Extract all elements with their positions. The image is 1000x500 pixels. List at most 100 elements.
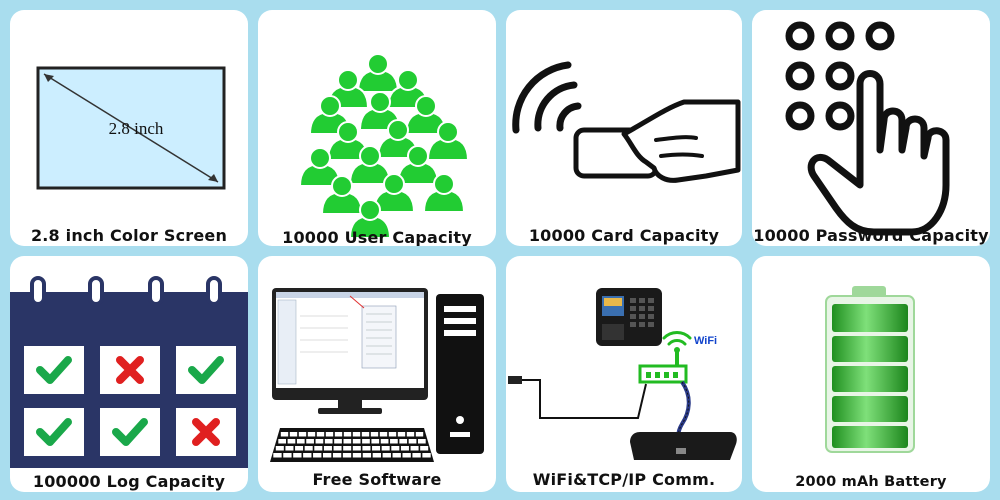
screen-icon: 2.8 inch	[36, 66, 226, 190]
keyboard-key	[334, 439, 342, 444]
keyboard-key	[296, 439, 305, 444]
keyboard-key	[298, 432, 307, 437]
keyboard-key	[352, 446, 361, 451]
user-figure	[348, 199, 392, 239]
card-icon	[512, 61, 741, 183]
keyboard-key	[273, 453, 282, 458]
keyboard-key	[304, 446, 313, 451]
keyboard-key	[278, 439, 287, 444]
keyboard-key	[352, 432, 361, 437]
keyboard-key	[382, 453, 391, 458]
keyboard-key	[381, 446, 390, 451]
feature-caption-card: 10000 Card Capacity	[528, 226, 720, 245]
keyboard-key	[287, 439, 296, 444]
keypad-dot	[865, 21, 895, 51]
feature-card-card: 10000 Card Capacity	[506, 10, 742, 246]
keyboard-key	[325, 432, 334, 437]
keyboard-key	[422, 453, 431, 458]
keyboard-key	[306, 439, 314, 444]
network-icon: WiFi	[508, 288, 737, 460]
keyboard-key	[402, 453, 411, 458]
keypad-dot	[785, 101, 815, 131]
keyboard-key	[370, 432, 379, 437]
keyboard-key	[361, 432, 370, 437]
keyboard-key	[379, 432, 388, 437]
keyboard-key	[412, 453, 421, 458]
keyboard-key	[391, 446, 400, 451]
feature-caption-battery: 2000 mAh Battery	[795, 474, 947, 490]
keyboard-key	[417, 439, 426, 444]
calendar-ring	[30, 276, 46, 306]
user-figure	[298, 147, 342, 187]
keyboard-key	[343, 439, 352, 444]
feature-card-screen: 2.8 inch 2.8 inch Color Screen	[10, 10, 248, 246]
feature-caption-log: 100000 Log Capacity	[32, 472, 226, 491]
keypad-dot	[825, 21, 855, 51]
feature-caption-users: 10000 User Capacity	[282, 228, 472, 246]
keyboard-key	[285, 446, 294, 451]
keyboard-key	[289, 432, 298, 437]
keyboard-key	[390, 439, 398, 444]
check-icon	[112, 418, 148, 446]
keyboard-key	[280, 432, 289, 437]
keyboard-key	[295, 446, 304, 451]
cross-icon	[192, 418, 220, 446]
user-figure	[422, 173, 466, 213]
feature-card-network: WiFi WiFi&TCP/IP Comm.	[506, 256, 742, 492]
battery-icon	[825, 286, 915, 453]
feature-caption-software: Free Software	[312, 470, 442, 489]
calendar-ring	[88, 276, 104, 306]
user-figure	[426, 121, 470, 161]
keyboard-key	[388, 432, 397, 437]
keyboard-key	[314, 446, 323, 451]
wifi-label: WiFi	[694, 335, 717, 347]
feature-card-log: 100000 Log Capacity	[10, 256, 248, 492]
check-icon	[188, 356, 224, 384]
keyboard-key	[408, 439, 417, 444]
feature-card-battery: 2000 mAh Battery	[752, 256, 990, 492]
feature-caption-network: WiFi&TCP/IP Comm.	[532, 470, 716, 489]
keyboard-key	[322, 453, 332, 458]
feature-card-users: 10000 User Capacity	[258, 10, 496, 246]
calendar-ring	[206, 276, 222, 306]
keypad-dot	[825, 61, 855, 91]
cross-icon	[116, 356, 144, 384]
keyboard-key	[372, 453, 382, 458]
keyboard-key	[307, 432, 316, 437]
keyboard-key	[303, 453, 312, 458]
feature-caption-password: 10000 Password Capacity	[753, 226, 989, 245]
keypad-dot	[785, 61, 815, 91]
user-figure	[372, 173, 416, 213]
keyboard-key	[352, 439, 361, 444]
keyboard-key	[316, 432, 325, 437]
feature-caption-screen: 2.8 inch Color Screen	[30, 226, 228, 245]
keyboard-key	[406, 432, 415, 437]
keyboard-key	[334, 432, 343, 437]
keyboard-key	[397, 432, 406, 437]
keypad-dot	[825, 101, 855, 131]
keyboard-key	[324, 439, 333, 444]
keyboard-key	[315, 439, 324, 444]
keyboard-key	[420, 446, 429, 451]
user-figure	[396, 145, 440, 185]
keyboard-key	[275, 446, 284, 451]
keyboard-key	[343, 432, 352, 437]
user-figure	[358, 91, 402, 131]
check-icon	[36, 418, 72, 446]
keyboard-key	[283, 453, 292, 458]
keypad-icon	[785, 21, 950, 236]
keyboard-key	[400, 446, 409, 451]
keyboard-key	[371, 439, 380, 444]
user-figure	[356, 53, 400, 93]
keyboard-key	[352, 453, 362, 458]
keyboard-key	[313, 453, 322, 458]
calendar-icon	[10, 276, 248, 468]
feature-card-password: 10000 Password Capacity	[752, 10, 990, 246]
check-icon	[36, 356, 72, 384]
keyboard-key	[399, 439, 408, 444]
keyboard-key	[362, 439, 370, 444]
user-figure	[326, 121, 370, 161]
keyboard-key	[410, 446, 419, 451]
keyboard-key	[415, 432, 424, 437]
